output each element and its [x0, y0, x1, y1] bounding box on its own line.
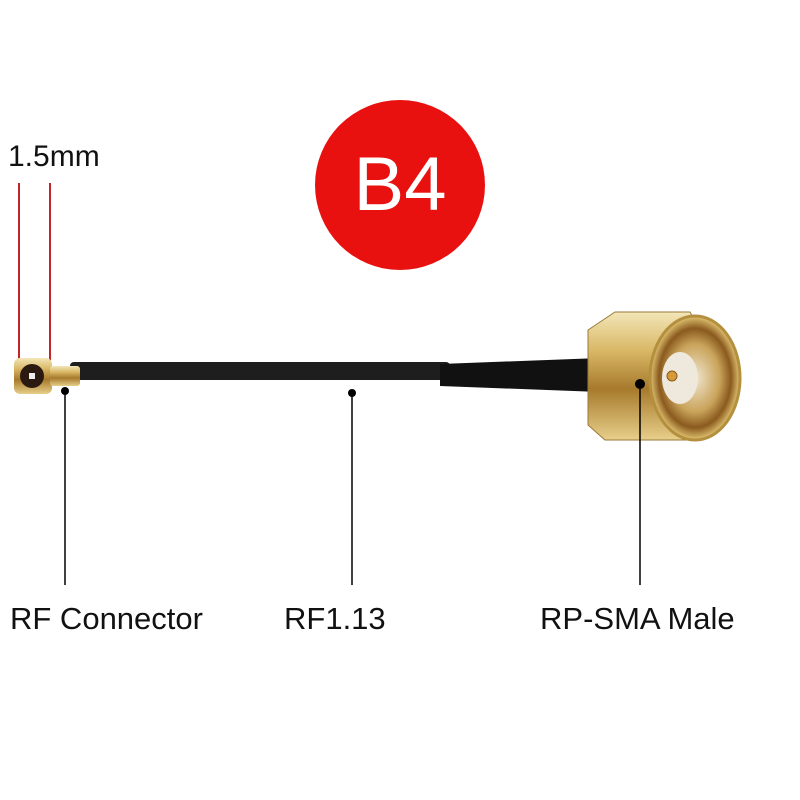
rf-connector-label: RF Connector: [10, 601, 203, 636]
dimension-label: 1.5mm: [8, 140, 100, 173]
badge-circle: [315, 100, 485, 270]
rf-connector-pin: [29, 373, 35, 379]
sma-center-pin: [666, 370, 678, 382]
sma-label: RP-SMA Male: [540, 601, 735, 636]
pointer-lines: [61, 379, 645, 585]
cable: [70, 362, 450, 380]
badge-label: B4: [353, 142, 447, 227]
sma-insulator: [662, 352, 698, 404]
rf-connector-crimp: [50, 366, 80, 386]
cable-sleeve: [440, 358, 600, 392]
cable-label: RF1.13: [284, 601, 386, 636]
